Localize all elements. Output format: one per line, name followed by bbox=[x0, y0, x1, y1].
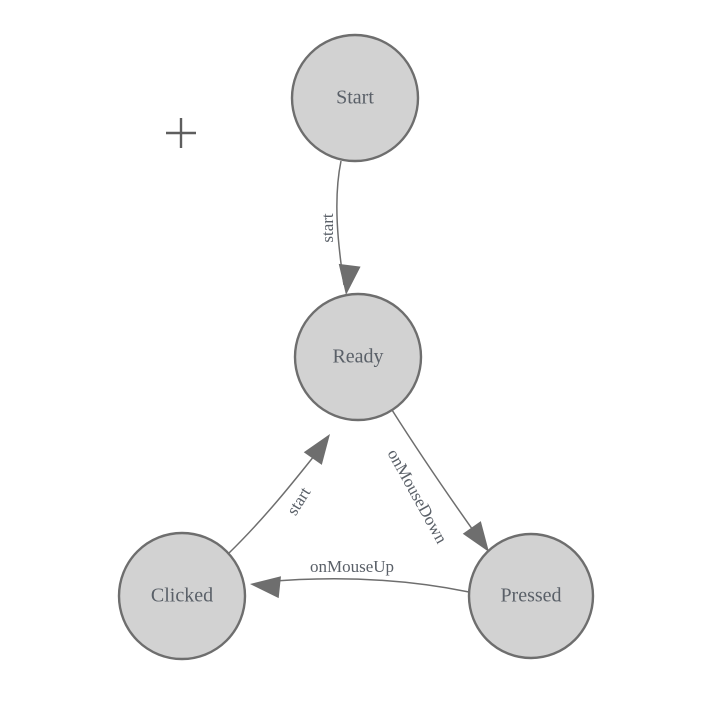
state-node-start[interactable]: Start bbox=[290, 33, 420, 163]
node-circle[interactable] bbox=[290, 33, 420, 163]
edge-label: onMouseUp bbox=[310, 557, 394, 576]
node-label: Clicked bbox=[151, 585, 213, 607]
state-node-pressed[interactable]: Pressed bbox=[467, 532, 595, 660]
edge-arrowhead bbox=[250, 576, 281, 599]
edge-arrowhead bbox=[338, 263, 361, 295]
node-label: Pressed bbox=[500, 585, 561, 607]
cursor-layer bbox=[166, 118, 196, 148]
edge-line bbox=[263, 578, 470, 593]
edge-ready-to-pressed[interactable]: onMouseDown bbox=[384, 409, 489, 552]
edge-arrowhead bbox=[303, 434, 330, 465]
state-node-clicked[interactable]: Clicked bbox=[117, 531, 247, 661]
edge-label: start bbox=[318, 213, 337, 243]
state-node-ready[interactable]: Ready bbox=[293, 292, 423, 422]
edge-arrowhead bbox=[462, 521, 489, 552]
node-circle[interactable] bbox=[117, 531, 247, 661]
edge-clicked-to-ready[interactable]: start bbox=[228, 434, 330, 554]
node-circle[interactable] bbox=[467, 532, 595, 660]
node-circle[interactable] bbox=[293, 292, 423, 422]
edge-label: onMouseDown bbox=[384, 446, 452, 547]
edge-pressed-to-clicked[interactable]: onMouseUp bbox=[250, 557, 470, 599]
node-label: Start bbox=[336, 87, 374, 109]
crosshair-cursor-icon bbox=[166, 118, 196, 148]
edge-start-to-ready[interactable]: start bbox=[318, 160, 361, 295]
node-label: Ready bbox=[332, 346, 383, 368]
edge-line bbox=[391, 409, 481, 541]
